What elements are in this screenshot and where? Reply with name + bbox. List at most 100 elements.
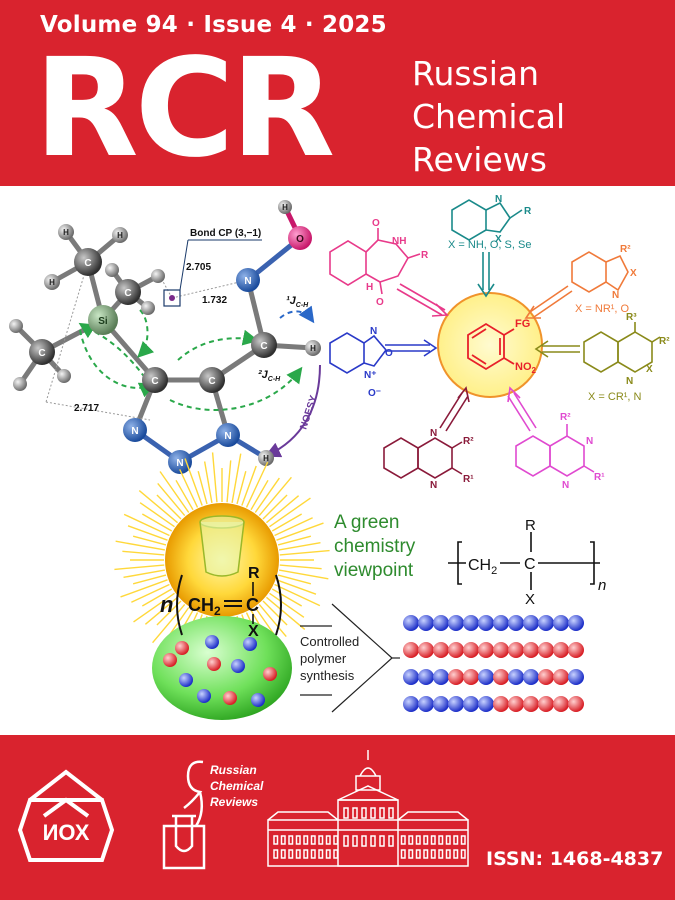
distance-label-3: 2.717 bbox=[74, 403, 99, 414]
particle bbox=[223, 691, 237, 705]
monomer-bead bbox=[553, 696, 569, 712]
atom-label-n4: N bbox=[244, 276, 251, 287]
monomer-c: C bbox=[246, 595, 259, 615]
qn-r2-label: R² bbox=[659, 336, 670, 347]
monomer-n: n bbox=[160, 592, 173, 617]
monomer-bead bbox=[463, 615, 479, 631]
header-band bbox=[0, 0, 675, 186]
heterocycle-scheme: FG NO2 N X R X = NH, O, S, Se bbox=[329, 194, 670, 491]
atom-label-c5: C bbox=[208, 376, 215, 387]
building-window bbox=[325, 849, 331, 859]
sun-ray bbox=[156, 494, 182, 520]
polymer-ch2: CH2 bbox=[468, 557, 497, 577]
building-window bbox=[370, 807, 376, 819]
monomer-bead bbox=[448, 615, 464, 631]
monomer-bead bbox=[493, 696, 509, 712]
sun-ray bbox=[115, 540, 166, 551]
qz-n2-label: N bbox=[562, 480, 569, 491]
sun-ray bbox=[277, 535, 312, 546]
building-window bbox=[280, 835, 286, 845]
top-x-label: X bbox=[495, 234, 502, 245]
atom-label-h2: H bbox=[117, 231, 123, 240]
atom-label-h3: H bbox=[49, 278, 55, 287]
atom-label-c6: C bbox=[260, 341, 267, 352]
top-r-label: R bbox=[524, 206, 532, 217]
sun-ray bbox=[114, 564, 165, 571]
polymer-r: R bbox=[525, 517, 536, 534]
sun-ray bbox=[276, 579, 317, 595]
building-window bbox=[453, 849, 459, 859]
monomer-bead bbox=[478, 669, 494, 685]
process-label-line-1: Controlled bbox=[300, 634, 359, 649]
polymer-figure: n CH2 C R X A green chemistry viewpoint bbox=[114, 452, 606, 720]
sun-ray bbox=[179, 469, 199, 508]
building-window bbox=[400, 835, 406, 845]
qn-r3-label: R³ bbox=[626, 312, 637, 323]
building-window bbox=[379, 835, 385, 847]
sun-ray bbox=[279, 564, 322, 570]
atom-label-n1: N bbox=[131, 426, 138, 437]
central-no2-label: NO2 bbox=[515, 361, 537, 375]
qz-r1-label: R¹ bbox=[594, 472, 605, 483]
qx-r1-label: R¹ bbox=[463, 474, 474, 485]
building-window bbox=[460, 849, 466, 859]
bzd-r-label: R bbox=[421, 250, 429, 261]
sun-rays bbox=[114, 452, 330, 668]
footer-logos: ИОХ Russian Chemical Reviews bbox=[17, 750, 469, 870]
sun-ray bbox=[236, 470, 247, 505]
polymer-chains bbox=[403, 615, 584, 712]
particle bbox=[251, 693, 265, 707]
sun-ray bbox=[262, 600, 288, 626]
sun-ray bbox=[120, 579, 168, 598]
journal-name-line-1: Russian bbox=[412, 54, 540, 93]
building-window bbox=[288, 849, 294, 859]
atom-spheres bbox=[9, 200, 321, 474]
green-sphere-particles bbox=[163, 635, 277, 707]
sun-ray bbox=[203, 461, 213, 504]
journal-acronym: RCR bbox=[34, 30, 335, 188]
monomer-bead bbox=[418, 642, 434, 658]
bzd-o2-label: O bbox=[376, 297, 384, 308]
building-window bbox=[352, 835, 358, 847]
building-window bbox=[352, 807, 358, 819]
issn-label: ISSN: 1468-4837 bbox=[486, 848, 664, 870]
atom-label-c4: C bbox=[151, 376, 158, 387]
sun-ray bbox=[231, 453, 242, 504]
monomer-bead bbox=[463, 642, 479, 658]
ind-r2-label: R² bbox=[620, 244, 631, 255]
monomer-bead bbox=[568, 669, 584, 685]
sun-ray bbox=[139, 502, 175, 528]
atom-label-o: O bbox=[296, 234, 304, 245]
qx-n1-label: N bbox=[430, 428, 437, 439]
journal-name: Russian Chemical Reviews bbox=[412, 52, 565, 181]
distance-label-2: 1.732 bbox=[202, 295, 227, 306]
sun-ray bbox=[258, 476, 292, 517]
sun-ray bbox=[211, 452, 218, 503]
building-window bbox=[408, 835, 414, 845]
ioh-logo-text: ИОХ bbox=[43, 820, 90, 845]
bzd-nh-label: NH bbox=[392, 236, 406, 247]
building-window bbox=[295, 849, 301, 859]
qx-n2-label: N bbox=[430, 480, 437, 491]
ioh-logo bbox=[17, 769, 115, 862]
monomer-bead bbox=[553, 669, 569, 685]
sun-ray bbox=[279, 549, 330, 556]
central-fg-label: FG bbox=[515, 318, 530, 330]
monomer-bead bbox=[508, 696, 524, 712]
molecule-figure: C C C Si C C C N N N N O H H H H H H bbox=[9, 200, 321, 474]
top-n-label: N bbox=[495, 194, 502, 205]
qn-n-label: N bbox=[626, 376, 633, 387]
particle bbox=[163, 653, 177, 667]
atom-label-c3: C bbox=[38, 348, 45, 359]
atom-label-n2: N bbox=[176, 458, 183, 469]
building-window bbox=[295, 835, 301, 845]
monomer-bead bbox=[523, 696, 539, 712]
sun-ray bbox=[122, 550, 165, 556]
sun-ray bbox=[159, 471, 190, 513]
sun-ray bbox=[274, 517, 313, 537]
sun-ray bbox=[245, 461, 269, 508]
monomer-bead bbox=[478, 696, 494, 712]
building-window bbox=[388, 807, 394, 819]
building-window bbox=[408, 849, 414, 859]
monomer-x: X bbox=[248, 623, 259, 640]
